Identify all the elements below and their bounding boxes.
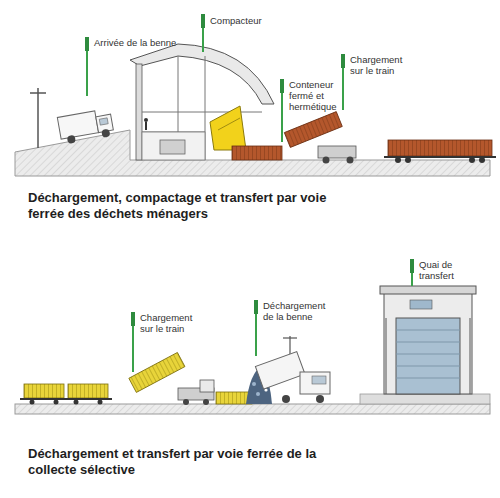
section-heading: Déchargement, compactage et transfert pa… (28, 190, 328, 222)
section-heading: Déchargement et transfert par voie ferré… (28, 446, 328, 478)
callout-label: Déchargement de la benne (263, 300, 335, 322)
callout-label: Arrivée de la benne (94, 37, 204, 48)
callout-label: Quai de transfert (419, 259, 469, 281)
callout-label: Conteneur fermé et hermétique (289, 79, 341, 112)
callout-label: Chargement sur le train (350, 54, 412, 76)
callout-label: Compacteur (210, 15, 290, 26)
callout-label: Chargement sur le train (140, 312, 202, 334)
